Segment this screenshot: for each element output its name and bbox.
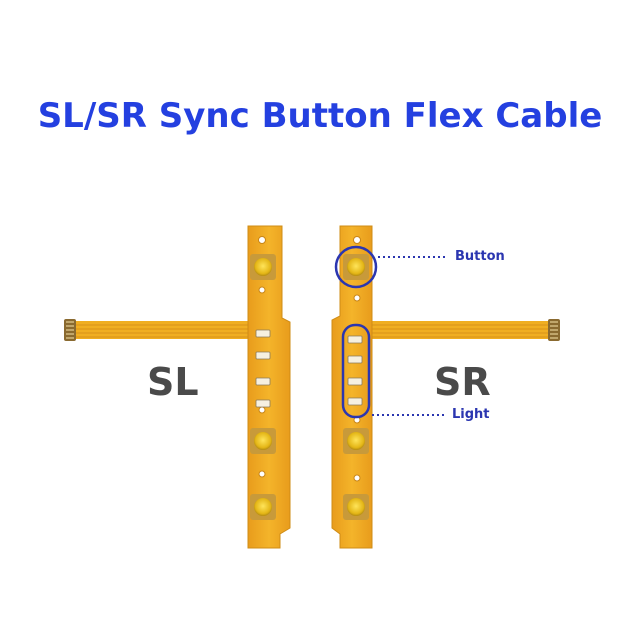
- sr-label: SR: [434, 360, 491, 404]
- sr-board: [331, 225, 373, 549]
- sl-label: SL: [147, 360, 199, 404]
- sl-ribbon: [72, 321, 250, 339]
- button-highlight-circle: [334, 245, 378, 289]
- sl-board: [247, 225, 291, 549]
- sr-ribbon-traces: [368, 324, 550, 338]
- sl-flex-cable: [64, 225, 291, 549]
- button-callout-label: Button: [455, 249, 505, 264]
- sr-button-2: [343, 428, 369, 454]
- sl-button-1: [250, 254, 276, 280]
- sl-button-2: [250, 428, 276, 454]
- sl-leds: [255, 329, 271, 408]
- sl-ribbon-traces: [74, 324, 250, 338]
- light-highlight-box: [341, 323, 371, 419]
- light-callout-label: Light: [452, 407, 490, 422]
- sr-button-1: [343, 254, 369, 280]
- sr-ribbon: [368, 321, 552, 339]
- sr-leds: [347, 335, 363, 406]
- sr-button-3: [343, 494, 369, 520]
- sr-flex-cable: [331, 225, 560, 549]
- sl-button-3: [250, 494, 276, 520]
- page-title: SL/SR Sync Button Flex Cable: [37, 96, 603, 136]
